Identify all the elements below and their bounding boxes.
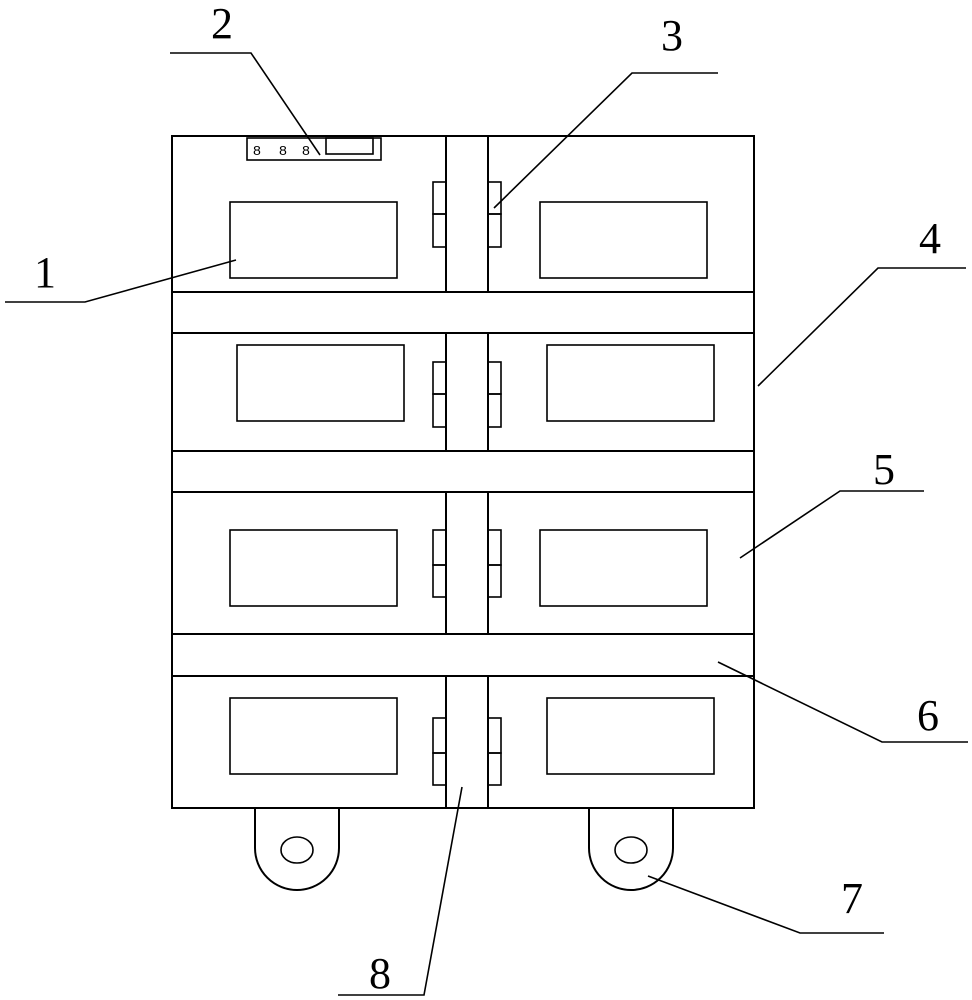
leader-7: [647, 875, 884, 934]
window-r4-right: [546, 697, 715, 775]
display-digit-2: 8: [279, 144, 287, 160]
mounting-lugs: [254, 808, 674, 891]
label-1: 1: [34, 248, 56, 297]
center-post: [445, 136, 489, 808]
label-8: 8: [369, 949, 391, 998]
leader-lines: [5, 52, 968, 996]
reference-labels: 1 2 3 4 5 6 7 8: [34, 0, 941, 998]
display-digit-3: 8: [302, 144, 310, 160]
window-r1-left: [229, 201, 398, 279]
label-5: 5: [873, 445, 895, 494]
window-r4-left: [229, 697, 398, 775]
label-2: 2: [211, 0, 233, 48]
hinge-row-3: [432, 529, 502, 598]
leader-8: [338, 786, 463, 996]
leader-2: [170, 52, 321, 156]
window-r3-right: [539, 529, 708, 607]
hinges: [432, 181, 502, 786]
windows: [229, 201, 715, 775]
leader-5: [739, 490, 924, 559]
leader-6: [717, 661, 968, 743]
label-7: 7: [841, 874, 863, 923]
window-r1-right: [539, 201, 708, 279]
label-6: 6: [917, 691, 939, 740]
leader-1: [5, 259, 237, 303]
hinge-row-1: [432, 181, 502, 248]
window-r2-left: [236, 344, 405, 422]
hinge-row-4: [432, 717, 502, 786]
label-4: 4: [919, 214, 941, 263]
window-r3-left: [229, 529, 398, 607]
label-3: 3: [661, 11, 683, 60]
control-panel: 8 8 8: [246, 137, 382, 161]
window-r2-right: [546, 344, 715, 422]
cabinet-body: [171, 135, 755, 809]
divider-bands: [172, 291, 754, 677]
leader-3: [493, 72, 718, 209]
hinge-row-2: [432, 361, 502, 428]
leader-4: [757, 267, 966, 387]
display-digit-1: 8: [253, 144, 261, 160]
